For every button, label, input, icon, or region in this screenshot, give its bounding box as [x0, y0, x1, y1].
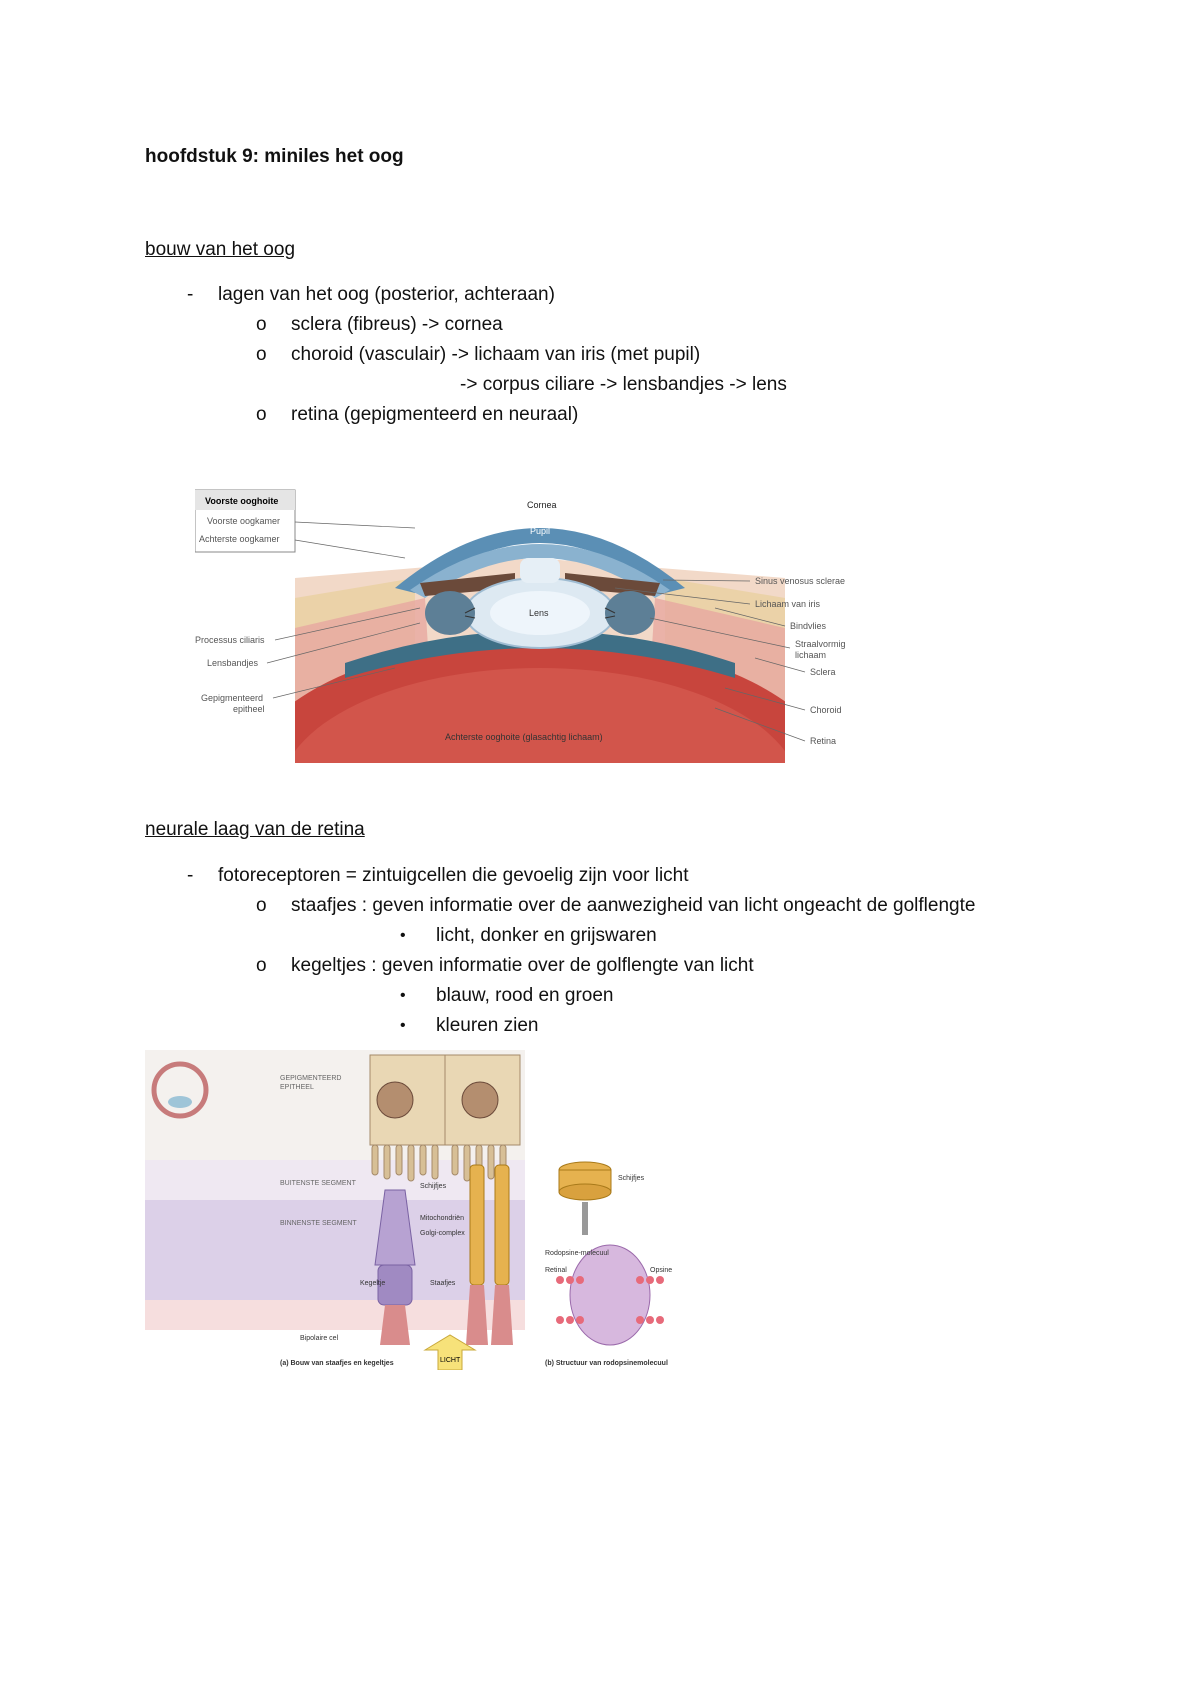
photoreceptor-figure: LICHT GEPIGMENTEERD EPITHEEL BUITENSTE S… — [145, 1050, 672, 1370]
fig1-label: Bindvlies — [790, 621, 827, 631]
fig2-label: Bipolaire cel — [300, 1335, 339, 1342]
list-item: lagen van het oog (posterior, achteraan) — [218, 284, 555, 305]
bullet-marker: • — [400, 987, 406, 1004]
fig1-label: Gepigmenteerd — [201, 693, 263, 703]
fig1-label: Voorste oogkamer — [207, 516, 280, 526]
fig2-caption: (b) Structuur van rodopsinemolecuul — [545, 1360, 668, 1367]
fig1-label: Achterste oogkamer — [199, 534, 280, 544]
list-item: kleuren zien — [436, 1015, 539, 1036]
list-item: fotoreceptoren = zintuigcellen die gevoe… — [218, 865, 689, 886]
fig2-label: Opsine — [650, 1267, 672, 1274]
fig1-label: Lichaam van iris — [755, 599, 821, 609]
fig2-label: GEPIGMENTEERD — [280, 1075, 341, 1082]
fig1-label: Pupil — [530, 526, 550, 536]
fig2-label: Schijfjes — [420, 1183, 447, 1190]
fig2-label: Staafjes — [430, 1280, 456, 1287]
fig1-box-title: Voorste ooghoite — [205, 496, 278, 506]
fig2-caption: (a) Bouw van staafjes en kegeltjes — [280, 1360, 394, 1367]
fig1-label: Achterste ooghoite (glasachtig lichaam) — [445, 732, 603, 742]
list-item-continuation: -> corpus ciliare -> lensbandjes -> lens — [460, 374, 787, 395]
list-item: sclera (fibreus) -> cornea — [291, 314, 503, 335]
list-item: staafjes : geven informatie over de aanw… — [291, 895, 976, 916]
fig2-label: LICHT — [440, 1357, 461, 1364]
eye-anatomy-figure: Voorste ooghoite Voorste oogkamer Achter… — [195, 489, 846, 763]
fig1-label: Processus ciliaris — [195, 635, 265, 645]
section-heading-neurale-laag: neurale laag van de retina — [145, 819, 365, 840]
fig2-label: Golgi-complex — [420, 1230, 465, 1237]
bullet-marker: • — [400, 1017, 406, 1034]
list-item: kegeltjes : geven informatie over de gol… — [291, 955, 754, 976]
list-item: licht, donker en grijswaren — [436, 925, 657, 946]
fig1-label: lichaam — [795, 650, 826, 660]
fig2-label: Mitochondriën — [420, 1215, 464, 1222]
fig1-label: Sinus venosus sclerae — [755, 576, 845, 586]
fig2-label: Retinal — [545, 1267, 567, 1274]
fig1-label: Cornea — [527, 500, 557, 510]
dash-marker: - — [187, 865, 194, 886]
section-heading-bouw: bouw van het oog — [145, 239, 296, 260]
fig2-label: Kegeltje — [360, 1280, 385, 1287]
list-item: blauw, rood en groen — [436, 985, 614, 1006]
fig1-label: Straalvormig — [795, 639, 846, 649]
fig2-label: Rodopsine-molecuul — [545, 1250, 609, 1257]
circle-marker: o — [256, 955, 267, 976]
fig1-label: Retina — [810, 736, 836, 746]
bullet-marker: • — [400, 927, 406, 944]
circle-marker: o — [256, 314, 267, 335]
circle-marker: o — [256, 895, 267, 916]
dash-marker: - — [187, 284, 194, 305]
fig2-label: Schijfjes — [618, 1175, 645, 1182]
circle-marker: o — [256, 344, 267, 365]
fig1-label: Sclera — [810, 667, 836, 677]
list-item: choroid (vasculair) -> lichaam van iris … — [291, 344, 701, 365]
list-item: retina (gepigmenteerd en neuraal) — [291, 404, 579, 425]
fig1-label: Lens — [529, 608, 549, 618]
fig1-label: Choroid — [810, 705, 842, 715]
page-title: hoofdstuk 9: miniles het oog — [145, 146, 404, 167]
fig2-label: BUITENSTE SEGMENT — [280, 1180, 357, 1187]
circle-marker: o — [256, 404, 267, 425]
fig1-label: epitheel — [233, 704, 265, 714]
fig2-label: BINNENSTE SEGMENT — [280, 1220, 357, 1227]
fig2-label: EPITHEEL — [280, 1084, 314, 1091]
fig1-label: Lensbandjes — [207, 658, 259, 668]
